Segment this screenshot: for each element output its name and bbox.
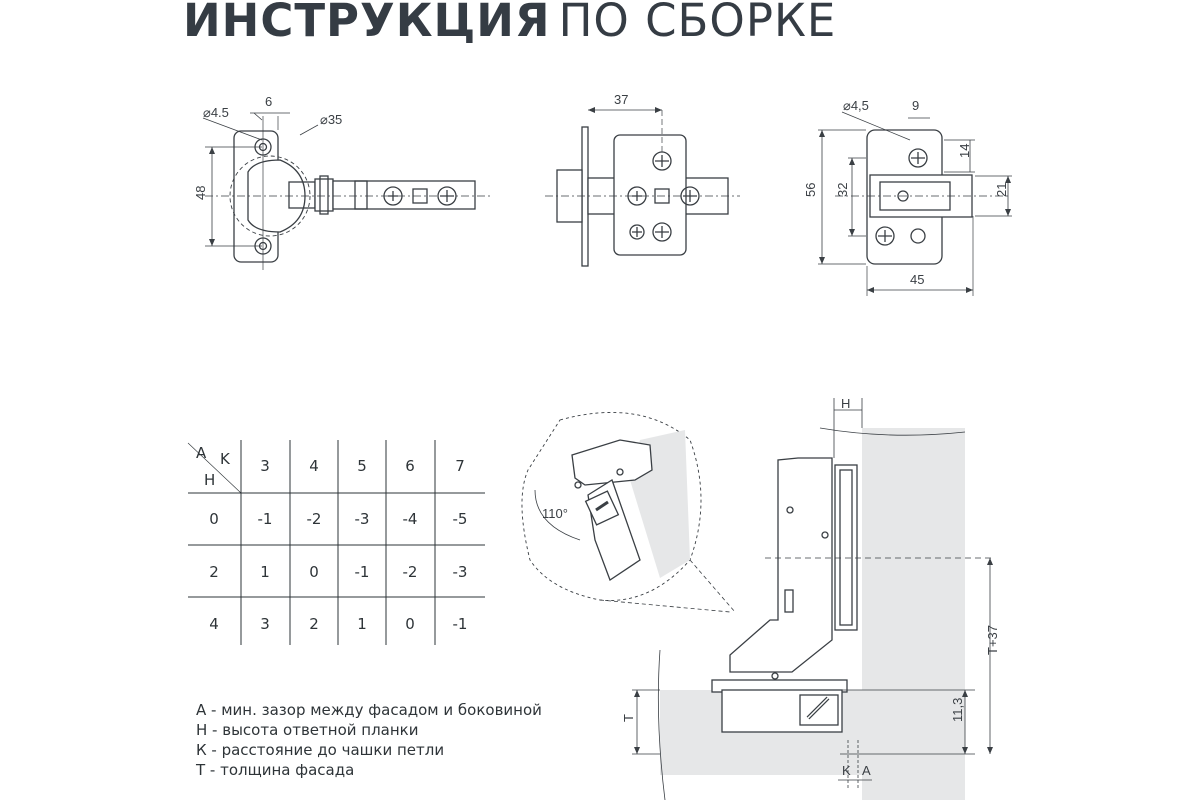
table-cell: 2 [309,615,319,633]
table-cell: -1 [355,563,370,581]
hinge-side-view [545,107,740,267]
legend-item: Н - высота ответной планки [196,721,419,739]
table-col-header: 5 [357,457,367,475]
table-header-row: 3 4 5 6 7 [260,457,465,475]
title-normal: ПО СБОРКЕ [558,0,837,47]
table-row: 4 3 2 1 0 -1 [209,615,467,633]
gap-table-grid [187,440,485,645]
table-col-header: 7 [455,457,465,475]
legend-item: К - расстояние до чашки петли [196,741,445,759]
dim-h: H [841,396,850,411]
table-cell: -1 [453,615,468,633]
dim-height-view1: 48 [193,186,208,200]
table-cell: -2 [307,510,322,528]
table-corner-a: A [196,444,207,462]
table-cell: 0 [309,563,319,581]
table-cell: 1 [260,563,270,581]
table-corner-k: K [220,450,231,468]
table-row-header: 4 [209,615,219,633]
legend: А - мин. зазор между фасадом и боковиной… [196,700,542,780]
dim-k: K [842,763,851,778]
dim-t37: T+37 [985,625,1000,655]
legend-item: А - мин. зазор между фасадом и боковиной [196,701,542,719]
table-row: 2 1 0 -1 -2 -3 [209,563,467,581]
table-cell: -3 [355,510,370,528]
dim-t: T [621,714,636,722]
dim-total-height: 56 [803,183,818,197]
dim-angle: 110° [542,506,568,521]
table-corner-h: H [204,471,215,489]
table-cell: 1 [357,615,367,633]
dim-a: A [862,763,871,778]
dim-cup: ⌀35 [320,112,342,127]
table-col-header: 6 [405,457,415,475]
dim-depth: 11,3 [950,698,965,722]
table-cell: -3 [453,563,468,581]
table-col-header: 4 [309,457,319,475]
table-row: 0 -1 -2 -3 -4 -5 [209,510,467,528]
dim-plate: 21 [994,183,1009,197]
table-cell: -2 [403,563,418,581]
table-row-header: 0 [209,510,219,528]
title-bold: ИНСТРУКЦИЯ [183,0,551,47]
dim-offset-view1: 6 [265,94,272,109]
angle-detail-magnifier [521,411,736,613]
table-cell: -5 [453,510,468,528]
legend-item: Т - толщина фасада [196,761,355,779]
table-cell: -4 [403,510,418,528]
table-col-header: 3 [260,457,270,475]
table-cell: 3 [260,615,270,633]
hinge-top-view [202,112,490,270]
table-row-header: 2 [209,563,219,581]
mounting-plate-view [818,111,1012,296]
dim-offset-view3: 9 [912,98,919,113]
dim-top: 14 [957,144,972,158]
table-cell: 0 [405,615,415,633]
dim-hole-view1: ⌀4.5 [203,105,229,120]
installed-hinge-section [521,398,995,800]
dim-hole-view3: ⌀4,5 [843,98,869,113]
dim-hole-spacing: 32 [835,183,850,197]
table-cell: -1 [258,510,273,528]
dim-depth-view2: 37 [614,92,628,107]
dim-width: 45 [910,272,924,287]
